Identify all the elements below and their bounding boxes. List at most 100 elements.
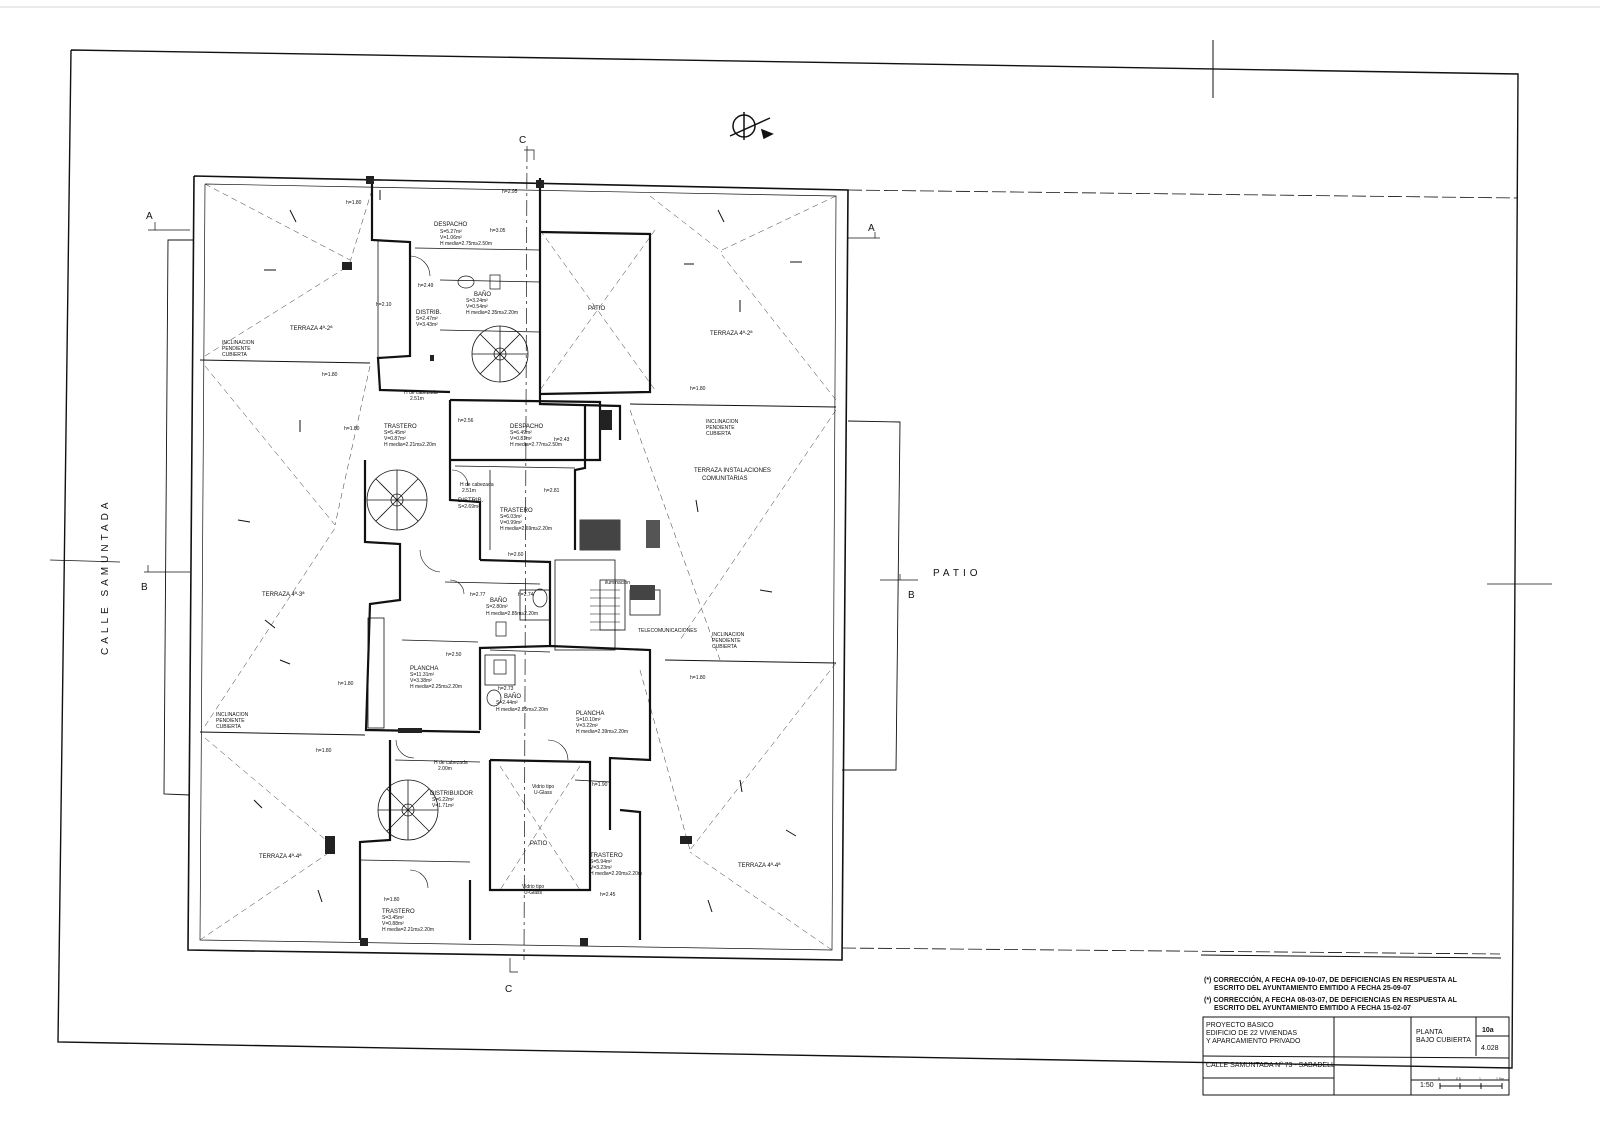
svg-text:CALLE SAMUNTADA Nº 73 - SABADE: CALLE SAMUNTADA Nº 73 - SABADELL: [1206, 1062, 1335, 1069]
svg-text:4.028: 4.028: [1481, 1045, 1499, 1052]
svg-text:h=2.10: h=2.10: [376, 302, 392, 308]
svg-text:BAÑO: BAÑO: [504, 693, 521, 700]
svg-text:(*) CORRECCIÓN, A FECHA 09-10-: (*) CORRECCIÓN, A FECHA 09-10-07, DE DEF…: [1204, 975, 1458, 984]
svg-text:h=1.80: h=1.80: [346, 200, 362, 206]
svg-text:h=1.90: h=1.90: [592, 782, 608, 788]
svg-text:S=2.69m²: S=2.69m²: [458, 504, 480, 510]
svg-text:h=2.56: h=2.56: [458, 418, 474, 424]
title-block: (*) CORRECCIÓN, A FECHA 09-10-07, DE DEF…: [1200, 954, 1510, 1096]
svg-text:h=2.50: h=2.50: [446, 652, 462, 658]
svg-text:10a: 10a: [1482, 1027, 1494, 1034]
svg-text:PLANCHA: PLANCHA: [576, 711, 604, 717]
core-walls: [358, 178, 652, 940]
svg-text:(*) CORRECCIÓN, A FECHA 08-03-: (*) CORRECCIÓN, A FECHA 08-03-07, DE DEF…: [1204, 995, 1458, 1004]
scale-bar: [1439, 1083, 1503, 1089]
sheet-frame: [0, 6, 1600, 1069]
svg-text:h=2.81: h=2.81: [544, 488, 560, 494]
room-distrib-mid: DISTRIB. S=2.69m²: [458, 498, 484, 510]
svg-text:PLANCHA: PLANCHA: [410, 666, 438, 672]
svg-text:DISTRIB.: DISTRIB.: [416, 310, 442, 316]
svg-text:h=2.60: h=2.60: [508, 552, 524, 558]
slope-ticks: [237, 190, 802, 913]
sanitary-fixtures: [457, 274, 548, 707]
svg-text:1.5m: 1.5m: [1496, 1077, 1504, 1081]
roof-slope-lines: [199, 183, 837, 951]
svg-text:0: 0: [1438, 1077, 1440, 1081]
terrace-divisions: [199, 359, 837, 736]
section-c-top: C: [519, 135, 526, 146]
terrace-4-2-right: TERRAZA 4ª-2ª: [710, 330, 753, 337]
telecom-label: TELECOMUNICACIONES: [638, 628, 698, 634]
terrace-installations: TERRAZA INSTALACIONES COMUNITARIAS: [694, 468, 773, 482]
height-marks: h=1.80 h=1.80 h=1.80 h=1.80 h=1.80 h=1.8…: [316, 189, 706, 903]
patio-label-right: PATIO: [933, 568, 982, 579]
svg-text:h=1.80: h=1.80: [322, 372, 338, 378]
svg-text:h=1.80: h=1.80: [690, 386, 706, 392]
terrace-4-2-left: TERRAZA 4ª-2ª: [290, 325, 333, 332]
terrace-4-4-left: TERRAZA 4ª-4ª: [259, 853, 302, 860]
svg-text:h=1.80: h=1.80: [384, 897, 400, 903]
svg-text:TRASTERO: TRASTERO: [384, 424, 417, 430]
svg-text:h=3.05: h=3.05: [490, 228, 506, 234]
svg-text:BAÑO: BAÑO: [474, 291, 491, 298]
columns: [325, 176, 692, 946]
svg-text:TRASTERO: TRASTERO: [590, 853, 623, 859]
street-label: CALLE SAMUNTADA: [100, 498, 111, 655]
spiral-stairs: [366, 325, 620, 841]
svg-text:h=2.73: h=2.73: [498, 686, 514, 692]
svg-text:h=2.77: h=2.77: [470, 592, 486, 598]
svg-text:TRASTERO: TRASTERO: [382, 909, 415, 915]
section-b-right: B: [908, 590, 915, 601]
svg-text:h=2.45: h=2.45: [600, 892, 616, 898]
section-b-left: B: [141, 582, 148, 593]
svg-text:ESCRITO DEL AYUNTAMIENTO EMITI: ESCRITO DEL AYUNTAMIENTO EMITIDO A FECHA…: [1214, 1005, 1411, 1012]
svg-text:TRASTERO: TRASTERO: [500, 508, 533, 514]
section-c-bottom: C: [505, 984, 512, 995]
doors: [395, 255, 569, 889]
svg-text:DISTRIBUIDOR: DISTRIBUIDOR: [430, 791, 474, 797]
svg-text:h=1.80: h=1.80: [316, 748, 332, 754]
iluminacion-label: iluminación: [605, 580, 630, 586]
section-a-left: A: [146, 211, 153, 222]
section-a-right: A: [868, 223, 875, 234]
svg-text:1: 1: [1479, 1077, 1481, 1081]
terrace-4-3: TERRAZA 4ª-3ª: [262, 591, 305, 598]
